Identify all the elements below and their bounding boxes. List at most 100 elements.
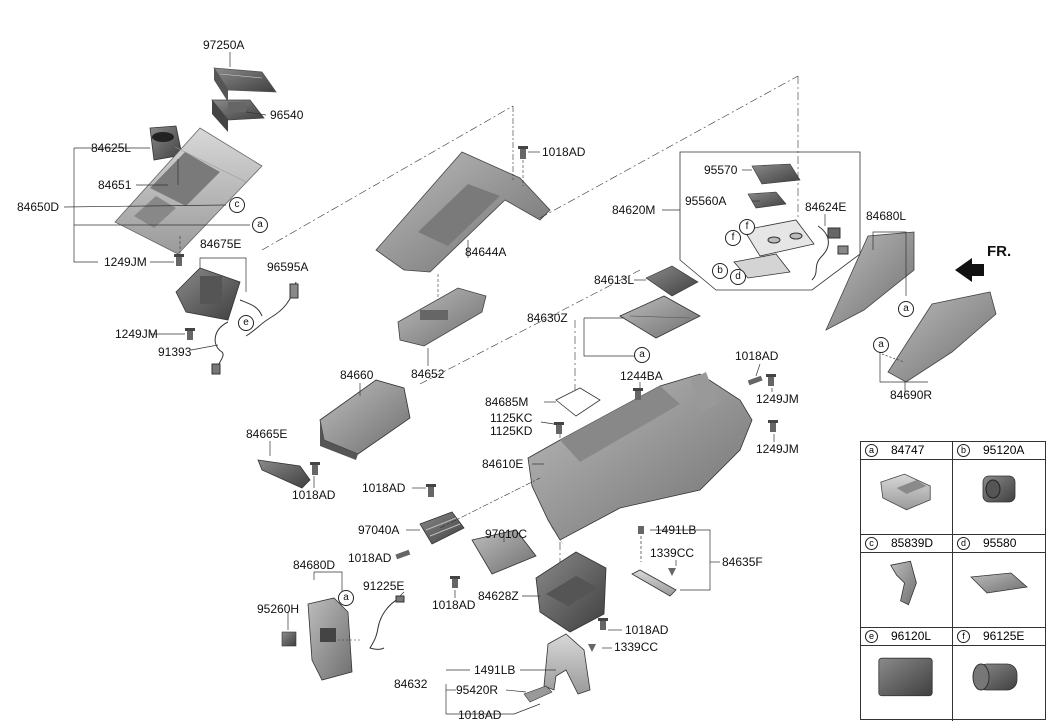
callout-84644A: 84644A (465, 245, 507, 259)
callout-1018AD-g: 1018AD (625, 623, 669, 637)
callout-84632: 84632 (394, 677, 428, 691)
legend-letter: b (957, 444, 970, 457)
callout-84624E: 84624E (805, 200, 847, 214)
callout-1018AD-c: 1018AD (735, 349, 779, 363)
bolt-1018AD-e (395, 549, 411, 560)
bolt-1339CC-b (588, 644, 596, 652)
callout-84610E: 84610E (482, 457, 524, 471)
part-84628Z-storage (535, 551, 607, 633)
callout-1018AD-f: 1018AD (432, 598, 476, 612)
callout-84651: 84651 (98, 178, 132, 192)
legend-letter: a (865, 444, 878, 457)
legend-cell: b 95120A (953, 442, 1045, 535)
part-84624E-harness (811, 225, 849, 281)
callout-1491LB-a: 1491LB (655, 523, 697, 537)
bracket-clip-icon (890, 560, 917, 606)
part-95260H-switch (281, 631, 297, 647)
callout-1249JM-d: 1249JM (756, 442, 799, 456)
bolt-1018AD-b (310, 462, 320, 475)
reference-lines (261, 75, 799, 620)
leader-84613L-84630Z (583, 279, 646, 357)
part-84665E-cover (257, 459, 311, 489)
bolt-1249JM-c (766, 374, 776, 386)
callout-1125KD: 1125KD (490, 424, 533, 438)
callout-1339CC-a: 1339CC (650, 546, 695, 560)
forward-label: FR. (987, 243, 1012, 260)
legend-letter: f (957, 630, 970, 643)
part-97250A-switch (213, 67, 277, 102)
callout-96540: 96540 (270, 108, 304, 122)
leader-84620M (662, 169, 826, 226)
callout-84685M: 84685M (485, 395, 529, 409)
legend-part-number: 95120A (983, 443, 1025, 457)
part-84680D-trim (307, 597, 353, 681)
callout-1018AD-h: 1018AD (458, 708, 502, 722)
cover-pad-icon (970, 572, 1028, 594)
leader-right-bolts (540, 363, 775, 442)
bolt-1249JM-b (185, 328, 195, 340)
bolt-1244BA (633, 388, 643, 400)
part-84675E-holder (175, 267, 241, 321)
callout-95570: 95570 (704, 163, 738, 177)
ref-circle-d: d (730, 269, 746, 285)
part-95560A-pad (747, 191, 787, 209)
callout-84660: 84660 (340, 368, 374, 382)
callout-84652: 84652 (411, 367, 445, 381)
callout-84630Z: 84630Z (527, 311, 568, 325)
part-84652-bracket (397, 287, 487, 347)
leader-84675E (150, 257, 247, 351)
power-outlet-icon (972, 663, 1018, 691)
legend-letter: d (957, 537, 970, 550)
callout-84650D: 84650D (17, 200, 60, 214)
callout-1249JM-b: 1249JM (115, 327, 158, 341)
leader-84680D (287, 571, 405, 630)
callout-97250A: 97250A (203, 38, 245, 52)
callout-97040A: 97040A (358, 523, 400, 537)
part-84610E-console (527, 372, 753, 545)
part-91225E-cable (369, 595, 405, 650)
ref-circle-a: a (898, 301, 914, 317)
bolt-1249JM-a (174, 254, 184, 266)
part-84680L-trim (825, 231, 915, 331)
part-84632-bracket (543, 633, 591, 695)
bolt-1018AD-a (518, 146, 528, 159)
part-95570-pad (751, 163, 801, 185)
leader-84635F (640, 529, 720, 591)
ref-circle-c: c (229, 197, 245, 213)
callout-96595A: 96595A (267, 260, 309, 274)
ref-circle-a: a (634, 347, 650, 363)
callout-84613L: 84613L (594, 273, 635, 287)
leader-84680L-84690R (872, 231, 928, 392)
legend-cell: a 84747 (861, 442, 953, 535)
callout-95560A: 95560A (685, 194, 727, 208)
ref-circle-a: a (252, 217, 268, 233)
part-84635F-bracket (631, 569, 677, 597)
part-84630Z-tray (619, 295, 701, 339)
callout-84620M: 84620M (612, 203, 656, 217)
callout-84680L: 84680L (866, 209, 907, 223)
part-97040A-vent (419, 511, 465, 545)
usb-socket-icon (982, 475, 1016, 503)
wireless-charger-icon (878, 657, 933, 697)
callout-84625L: 84625L (91, 141, 132, 155)
ref-circle-a: a (873, 337, 889, 353)
part-96595A-cable (239, 281, 299, 337)
bolt-1249JM-d (768, 420, 778, 432)
ref-circle-f: f (725, 230, 741, 246)
legend-part-number: 84747 (891, 443, 925, 457)
part-84660-armrest (319, 379, 411, 460)
callout-97010C: 97010C (485, 527, 528, 541)
ref-circle-b: b (712, 263, 728, 279)
bolt-1018AD-c (747, 375, 763, 386)
ref-circle-f: f (739, 219, 755, 235)
callout-95260H: 95260H (257, 602, 300, 616)
legend-part-number: 96125E (983, 629, 1025, 643)
part-84651-panel (114, 127, 263, 255)
forward-arrow-icon (955, 258, 984, 282)
